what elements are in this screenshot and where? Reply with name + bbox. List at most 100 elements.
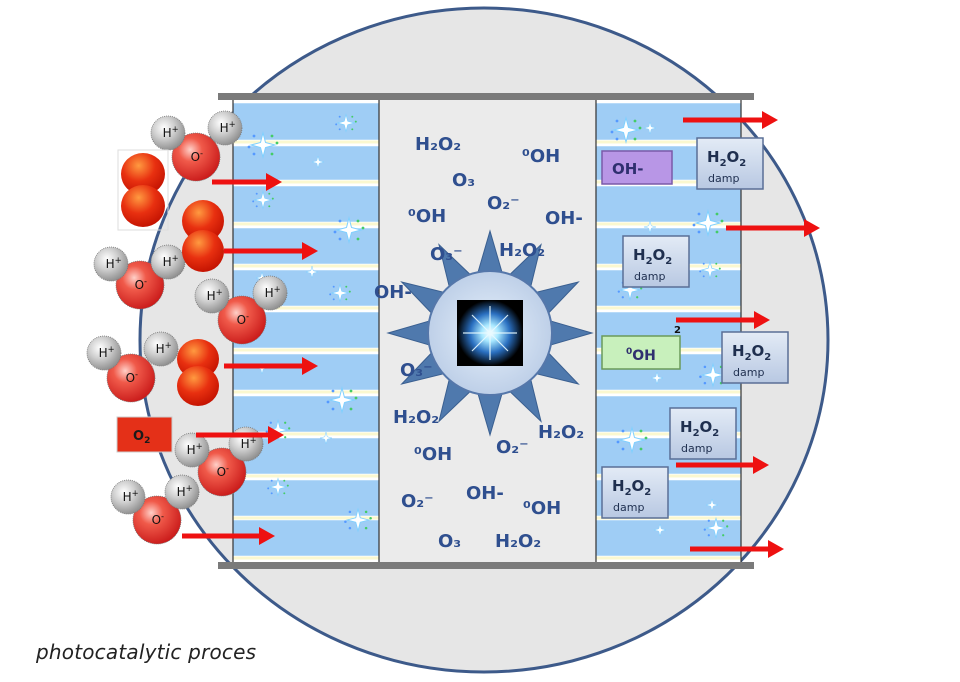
- svg-text:O-: O-: [135, 276, 147, 292]
- svg-text:O-: O-: [237, 311, 249, 327]
- hydrogen-atom-icon: H+: [164, 474, 200, 510]
- flow-arrow-icon: [683, 111, 778, 129]
- svg-text:damp: damp: [681, 442, 712, 455]
- svg-text:damp: damp: [708, 172, 739, 185]
- flow-arrow-icon: [676, 456, 769, 474]
- svg-text:H2O2: H2O2: [680, 418, 719, 439]
- species-o2minus-3: O₂⁻: [401, 491, 434, 512]
- sparkle-icon: [311, 155, 325, 169]
- species-o2minus-2: O₂⁻: [496, 437, 529, 458]
- sparkle-icon: [326, 386, 358, 414]
- oh-box: OH-: [601, 150, 673, 185]
- droplet-icon: [177, 366, 219, 406]
- sparkle-icon: [643, 121, 657, 135]
- droplet-group: [117, 149, 224, 406]
- sparkle-icon: [252, 190, 274, 210]
- oxygen-atom-icon: O-: [132, 495, 182, 545]
- hydrogen-atom-icon: H+: [174, 432, 210, 468]
- species-h2o2-5: H₂O₂: [495, 531, 541, 552]
- hydrogen-atom-icon: H+: [228, 426, 264, 462]
- oxygen-atom-icon: O-: [197, 447, 247, 497]
- species-o3-2: O₃: [438, 531, 461, 552]
- layer-stripe: [232, 395, 380, 433]
- flow-arrow-icon: [676, 311, 770, 329]
- species-ohminus-1: OH-: [545, 208, 583, 229]
- svg-text:O2: O2: [133, 429, 150, 446]
- oxygen-atom-icon: O-: [106, 353, 156, 403]
- flow-arrow-icon: [182, 527, 275, 545]
- sparkle-icon: [333, 216, 365, 244]
- ooh-box-label: OH: [632, 348, 656, 364]
- flow-arrow-icon: [726, 219, 820, 237]
- svg-text:H+: H+: [106, 255, 122, 271]
- frame-bottom: [218, 562, 754, 569]
- species-ohminus-2: OH-: [374, 282, 412, 303]
- layer-stripe: [595, 185, 742, 223]
- svg-text:damp: damp: [613, 501, 644, 514]
- species-h2o2-1: H₂O₂: [415, 134, 461, 155]
- sparkle-icon: [653, 523, 667, 537]
- svg-text:H+: H+: [265, 284, 281, 300]
- layer-panel-left: [232, 100, 380, 562]
- species-ooh-4: ⁰OH: [523, 498, 561, 519]
- hydrogen-atom-icon: H+: [150, 115, 186, 151]
- hydrogen-atom-icon: H+: [93, 246, 129, 282]
- species-ooh-3: ⁰OH: [414, 444, 452, 465]
- svg-text:H+: H+: [123, 488, 139, 504]
- oxygen-atom-icon: O-: [171, 132, 221, 182]
- hydrogen-atom-icon: H+: [194, 278, 230, 314]
- svg-text:H+: H+: [187, 441, 203, 457]
- svg-text:O-: O-: [152, 511, 164, 527]
- central-species: H₂O₂ ⁰OH O₃ O₂⁻ ⁰OH OH- O₃⁻ H₂O₂ OH- O₃⁻…: [374, 134, 584, 552]
- sparkle-icon: [319, 431, 333, 445]
- species-o3minus-1: O₃⁻: [430, 244, 463, 265]
- droplet-icon: [182, 200, 224, 242]
- flow-arrow-icon: [196, 426, 284, 444]
- uv-light-source: [386, 229, 594, 437]
- svg-text:O-: O-: [191, 148, 203, 164]
- svg-text:H+: H+: [241, 435, 257, 451]
- species-o3minus-2: O₃⁻: [400, 360, 433, 381]
- ooh-marker: 2: [674, 325, 681, 336]
- o2-box-sub: 2: [144, 436, 150, 446]
- sparkle-group: [247, 113, 729, 540]
- sparkle-icon: [650, 371, 664, 385]
- svg-text:damp: damp: [634, 270, 665, 283]
- sparkle-icon: [344, 507, 372, 533]
- species-ooh-1: ⁰OH: [522, 146, 560, 167]
- sparkle-icon: [267, 477, 289, 497]
- flow-arrow-icon: [224, 242, 318, 260]
- ooh-box: 0OH: [601, 335, 681, 370]
- sparkle-icon: [247, 131, 279, 159]
- svg-text:O-: O-: [126, 369, 138, 385]
- svg-text:H2O2: H2O2: [732, 342, 771, 363]
- h2o2-damp-box: H2O2 damp: [622, 235, 690, 288]
- species-o2minus-1: O₂⁻: [487, 193, 520, 214]
- hydrogen-atom-icon: H+: [150, 244, 186, 280]
- svg-text:H+: H+: [163, 124, 179, 140]
- sparkle-icon: [643, 220, 657, 234]
- droplet-icon: [121, 185, 165, 227]
- frame-top: [218, 93, 754, 100]
- layer-stripe: [232, 102, 380, 141]
- incoming-molecules: O-H+H+O-H+H+O-H+H+O-H+H+O-H+H+O-H+H+: [86, 110, 288, 545]
- sparkle-icon: [705, 498, 719, 512]
- o2-box-label: O: [133, 429, 144, 444]
- species-o3-1: O₃: [452, 170, 475, 191]
- sparkle-icon: [335, 113, 357, 133]
- layer-stripe: [232, 145, 380, 181]
- svg-text:H+: H+: [207, 287, 223, 303]
- h2o2-damp-box: H2O2 damp: [669, 407, 737, 460]
- o2-box: O2: [116, 416, 173, 453]
- svg-text:H2O2: H2O2: [633, 246, 672, 267]
- hydrogen-atom-icon: H+: [86, 335, 122, 371]
- droplet-icon: [182, 230, 224, 272]
- svg-text:H+: H+: [99, 344, 115, 360]
- flow-arrow-icon: [212, 173, 282, 191]
- layer-stripe: [232, 185, 380, 223]
- hydrogen-atom-icon: H+: [143, 331, 179, 367]
- species-ohminus-3: OH-: [466, 483, 504, 504]
